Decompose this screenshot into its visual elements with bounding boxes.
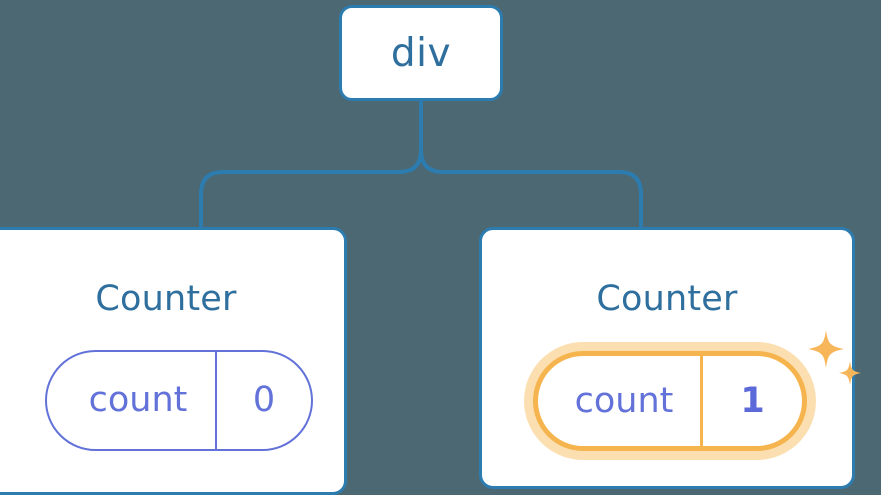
state-pill-right[interactable]: count 1	[533, 351, 807, 451]
state-key-left: count	[47, 352, 217, 449]
counter-left-title: Counter	[95, 279, 237, 319]
counter-right-title: Counter	[596, 279, 738, 319]
state-pill-left[interactable]: count 0	[45, 350, 313, 451]
node-div-label: div	[390, 30, 452, 76]
connector-root-to-right	[419, 99, 643, 229]
node-counter-right[interactable]: Counter count 1	[479, 227, 861, 489]
state-pill-right-wrapper: count 1	[524, 342, 816, 460]
connector-root-to-left	[199, 148, 423, 229]
node-counter-left[interactable]: Counter count 0	[0, 227, 347, 495]
state-key-right: count	[538, 356, 703, 446]
node-div[interactable]: div	[339, 5, 503, 101]
state-value-left: 0	[252, 380, 276, 420]
state-value-right: 1	[740, 380, 765, 421]
